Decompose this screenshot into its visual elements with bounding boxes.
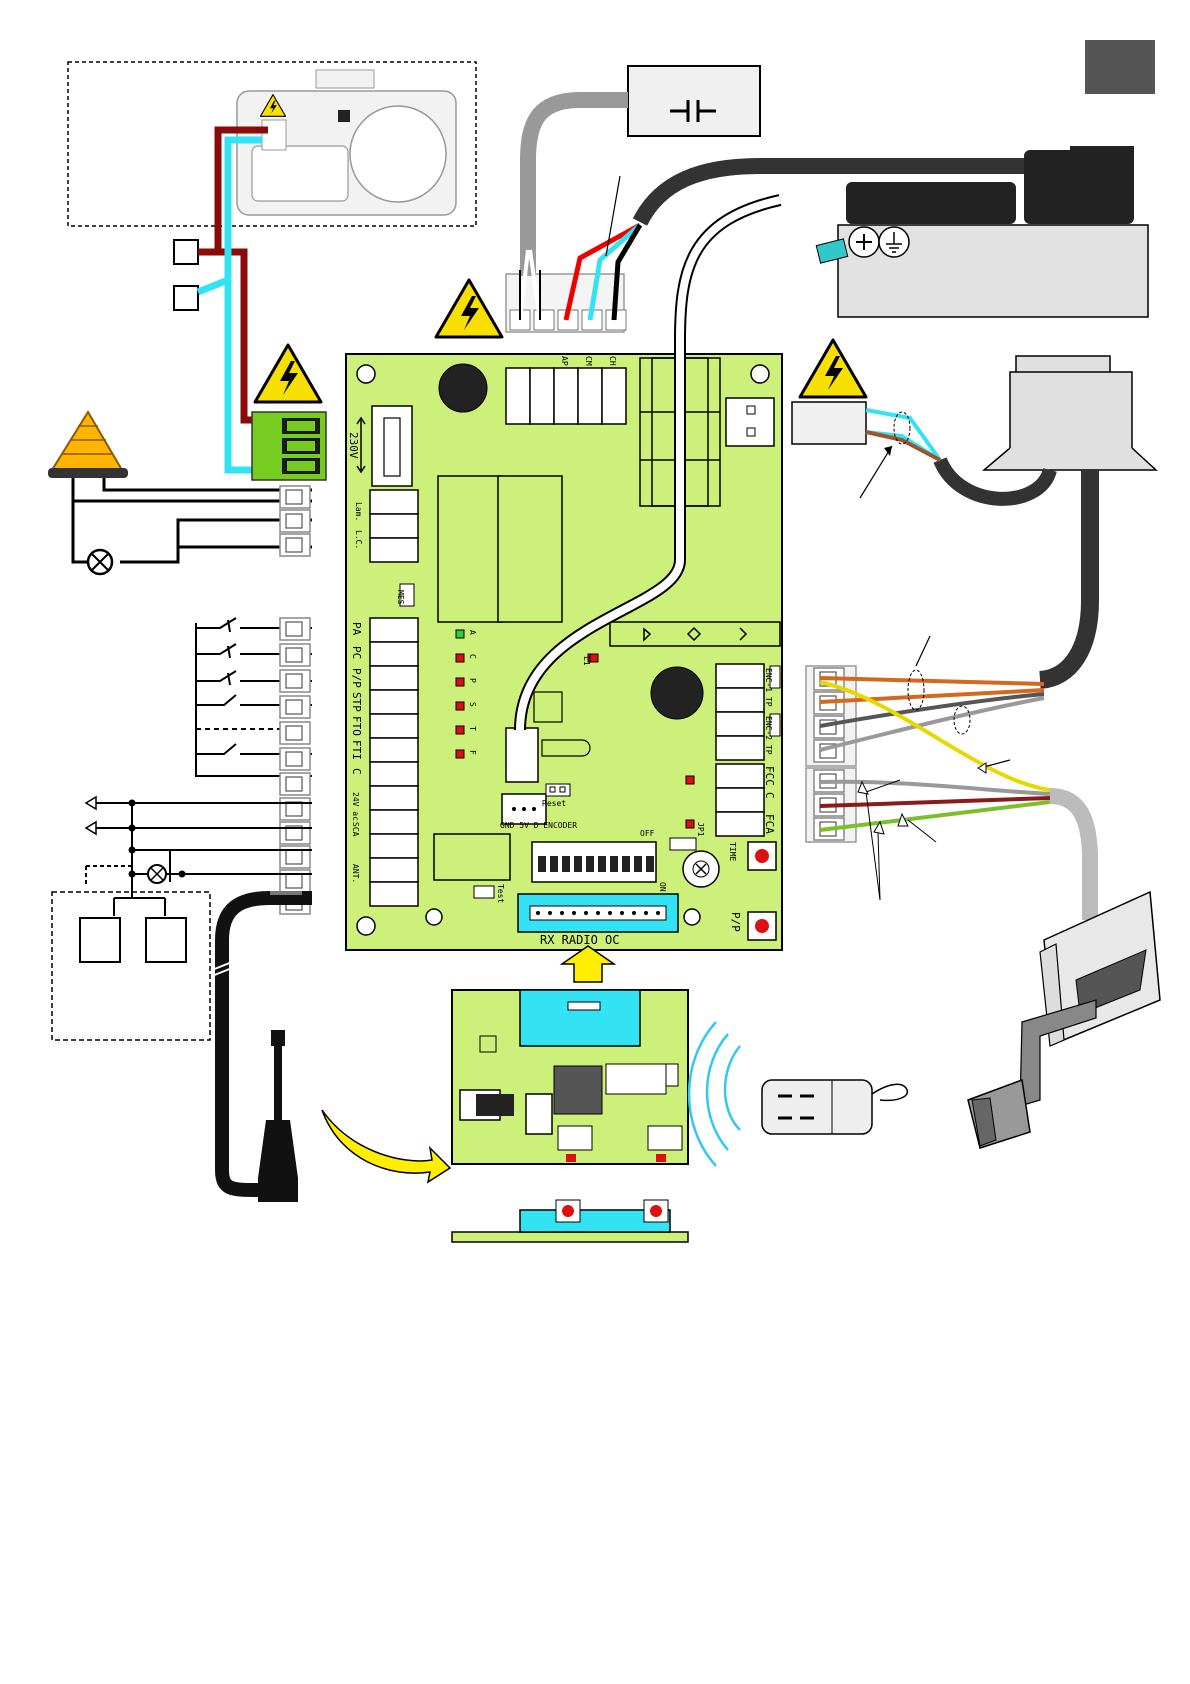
remote-control-icon: [762, 1080, 907, 1134]
l1-label: L1: [582, 656, 591, 666]
lamp-terminal-strip: [280, 486, 310, 556]
top-terminal-label-cm: CM: [584, 356, 593, 366]
top-terminal-label-ch: CH: [608, 356, 617, 366]
sheet-tab: [1085, 40, 1155, 94]
arrow-output: [86, 822, 96, 834]
input-label-pa: PA: [350, 622, 363, 636]
input-label-fti: FTI: [350, 740, 363, 760]
antenna-icon: [258, 1030, 298, 1202]
arrow-output: [86, 797, 96, 809]
bulb-icon: [148, 865, 166, 883]
input-terminal-block: [370, 618, 418, 906]
dip-off-label: OFF: [640, 829, 655, 838]
power-label: 230V: [347, 432, 360, 459]
warning-high-voltage-icon: [800, 340, 866, 397]
insert-arrow-up: [562, 946, 614, 982]
transformer-secondary-cable: [1040, 470, 1090, 680]
top-terminal-label-ap: AP: [560, 356, 569, 366]
jp1-label: JP1: [696, 822, 705, 837]
input-terminal-strip: [280, 618, 310, 914]
insert-arrow-curved: [322, 1110, 450, 1182]
wire-end-box: [174, 286, 198, 310]
led-label-c: C: [468, 654, 477, 659]
encoder-label-1: ENC-1 TP: [764, 668, 773, 707]
flashing-lamp-icon: [48, 412, 128, 478]
time-label: TIME: [728, 842, 737, 861]
photocell-tx: [80, 918, 120, 962]
lamp-label: Lam.: [354, 502, 363, 521]
input-label-ant: ANT.: [351, 864, 360, 883]
dip-on-label: ON: [658, 882, 667, 892]
led-label-s: S: [468, 702, 477, 707]
encoder-terminal-strip: [806, 666, 856, 766]
input-label-stp: STP: [350, 692, 363, 712]
warning-high-voltage-icon: [436, 280, 502, 337]
input-label-fto: FTO: [350, 716, 363, 736]
rx-module-side-view: [452, 1200, 688, 1242]
mes-label: MES: [396, 590, 405, 605]
reset-label: Reset: [542, 799, 566, 808]
lamp-wire: [73, 478, 312, 501]
bulb-icon: [88, 550, 112, 574]
photocell-box: [52, 892, 210, 1040]
wire-end-box: [174, 240, 198, 264]
input-label-pc: PC: [350, 646, 363, 659]
limit-switch: [968, 892, 1160, 1148]
input-label-pp: P/P: [350, 668, 363, 688]
end-switch-label-fca: FCA: [763, 814, 776, 834]
lamp-common-label: L.C.: [354, 530, 363, 549]
green-terminal: [252, 412, 326, 480]
led-label-f: F: [468, 750, 477, 755]
transformer: [984, 356, 1156, 470]
capacitor-box: [628, 66, 760, 136]
led-label-t: T: [468, 726, 477, 731]
rx-radio-label: RX RADIO OC: [540, 933, 619, 947]
photocell-rx: [146, 918, 186, 962]
warning-high-voltage-icon: [255, 345, 321, 402]
encoder-label-2: ENC-2 TP: [764, 716, 773, 755]
led-label-p: P: [468, 678, 477, 683]
input-label-c: C: [350, 768, 363, 775]
end-switch-label-fcc: FCC: [763, 766, 776, 786]
end-switch-cable: [1050, 796, 1090, 920]
pp-button-label: P/P: [729, 912, 742, 932]
input-label-sca: SCA: [351, 822, 360, 837]
led-label-a: A: [468, 630, 477, 635]
encoder-connector-label: GND 5V D ENCODER: [500, 821, 577, 830]
lock-device: [237, 70, 456, 215]
radio-waves: [689, 1022, 740, 1166]
transformer-connector: [792, 402, 866, 444]
test-label: Test: [496, 884, 505, 903]
end-switch-label-c: C: [763, 792, 776, 799]
input-label-24v: 24V ac: [351, 792, 360, 821]
rx-radio-module: [452, 990, 688, 1164]
